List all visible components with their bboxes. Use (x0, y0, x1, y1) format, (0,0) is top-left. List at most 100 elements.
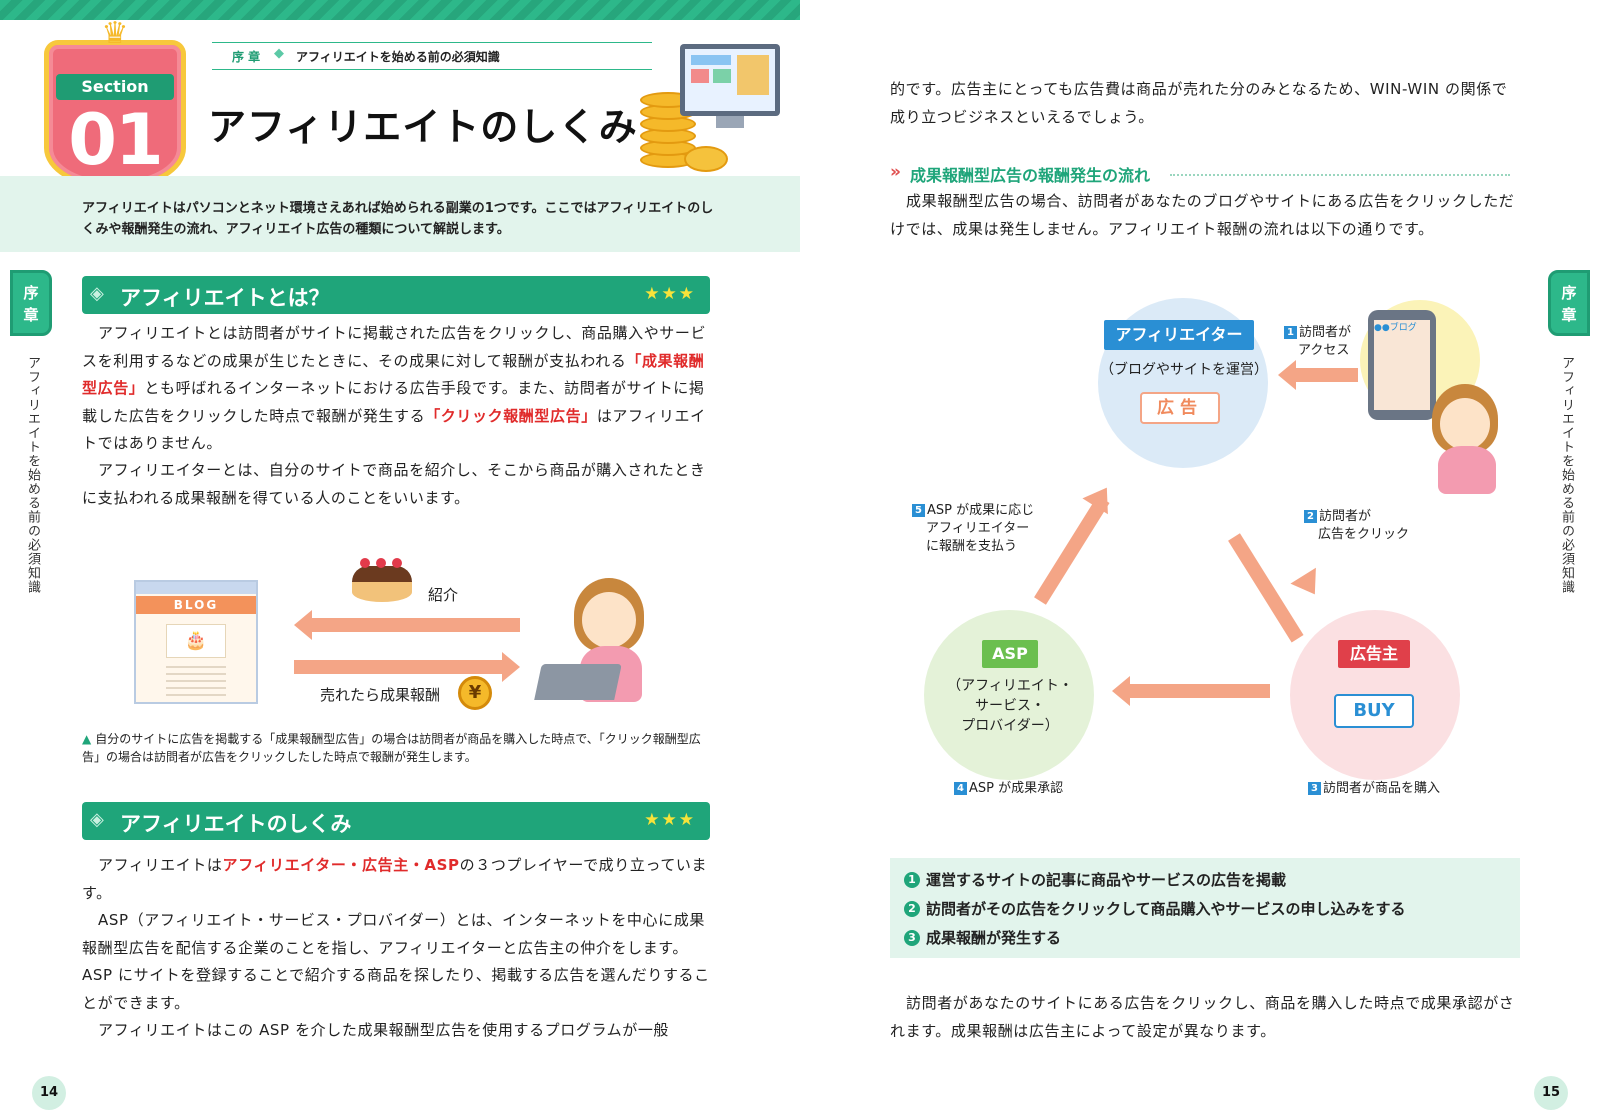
blog-window: BLOG 🎂 (134, 580, 258, 704)
section1-paragraph-1: アフィリエイトとは訪問者がサイトに掲載された広告をクリックし、商品購入やサービス… (82, 320, 712, 458)
affiliate-sub: （ブログやサイトを運営） (1100, 362, 1268, 378)
summary-number: 3 (904, 930, 920, 946)
step-text: 訪問者が (1319, 509, 1372, 524)
flow-arrows (1020, 470, 1440, 710)
chapter-title: アフィリエイトを始める前の必須知識 (296, 50, 500, 64)
sub-heading: » 成果報酬型広告の報酬発生の流れ (890, 162, 1520, 186)
tab-line-1: 序 (23, 284, 39, 302)
section-badge: ♛ Section 01 (44, 19, 186, 190)
step-text: 訪問者が (1299, 325, 1352, 340)
asp-circle (924, 610, 1094, 780)
left-page: ♛ Section 01 序 章 ◆ アフィリエイトを始める前の必須知識 アフィ… (0, 0, 800, 1110)
affiliate-tag: アフィリエイター (1104, 320, 1254, 350)
step-number: 4 (954, 782, 967, 795)
diamond-icon: ◈ (90, 283, 104, 304)
tab-line-2: 章 (23, 306, 39, 324)
page-number-left: 14 (32, 1076, 66, 1110)
asp-tag: ASP (982, 640, 1038, 668)
cake-icon: 🎂 (166, 624, 226, 658)
ad-button-icon: 広告 (1140, 392, 1220, 424)
step-text: 広告をクリック (1318, 527, 1410, 542)
summary-number: 2 (904, 901, 920, 917)
figure-caption: ▲自分のサイトに広告を掲載する「成果報酬型広告」の場合は訪問者が商品を購入した時… (82, 730, 712, 766)
arrow-advertiser-to-asp (1112, 676, 1270, 706)
phone-screen-text: ●●ブログ (1374, 320, 1430, 410)
highlight-text: アフィリエイター・広告主・ASP (222, 856, 460, 874)
summary-text: 運営するサイトの記事に商品やサービスの広告を掲載 (926, 871, 1287, 889)
tab-line-1: 序 (1561, 284, 1577, 302)
step-text: アフィリエイター (926, 521, 1030, 536)
section1-paragraph-2: アフィリエイターとは、自分のサイトで商品を紹介し、そこから商品が購入されたときに… (82, 457, 712, 512)
page-title: アフィリエイトのしくみ (208, 105, 638, 149)
tab-line-2: 章 (1561, 306, 1577, 324)
step-text: ASP が成果承認 (969, 781, 1064, 796)
closing-text: 訪問者があなたのサイトにある広告をクリックし、商品を購入した時点で成果承認がされ… (890, 990, 1520, 1045)
gem-icon: ◆ (274, 46, 284, 61)
star-rating: ★★★ (644, 810, 696, 830)
smartphone-icon: ●●ブログ (1368, 310, 1436, 420)
dotted-rule (1170, 174, 1510, 176)
section-number: 01 (68, 99, 163, 181)
intro-band (0, 176, 800, 252)
section-heading-what-is: ◈ アフィリエイトとは？ ★★★ (82, 276, 710, 314)
step-number: 3 (1308, 782, 1321, 795)
section-heading-mechanism: ◈ アフィリエイトのしくみ ★★★ (82, 802, 710, 840)
heading-text: アフィリエイトのしくみ (120, 812, 352, 836)
caption-text: 自分のサイトに広告を掲載する「成果報酬型広告」の場合は訪問者が商品を購入した時点… (82, 732, 701, 764)
arrow-access (1278, 360, 1358, 390)
coin-icon (684, 146, 728, 172)
step-text: アクセス (1298, 343, 1350, 358)
monitor-stand (716, 116, 744, 128)
step-text: 訪問者が商品を購入 (1323, 781, 1441, 796)
asp-sub-line: （アフィリエイト・ (947, 678, 1073, 694)
text-segment: アフィリエイトとは訪問者がサイトに掲載された広告をクリックし、商品購入やサービス… (82, 324, 707, 370)
chapter-tab-left: 序 章 (10, 270, 52, 336)
text-segment: 訪問者があなたのサイトにある広告をクリックし、商品を購入した時点で成果承認がされ… (890, 994, 1515, 1040)
step-text: に報酬を支払う (926, 539, 1018, 554)
section2-paragraph-1: アフィリエイトはアフィリエイター・広告主・ASPの３つプレイヤーで成り立っていま… (82, 852, 712, 907)
star-rating: ★★★ (644, 284, 696, 304)
chapter-line: 序 章 ◆ アフィリエイトを始める前の必須知識 (212, 42, 652, 70)
heading-text: アフィリエイトとは？ (120, 286, 330, 310)
page-number-right: 15 (1534, 1076, 1568, 1110)
yen-coin-icon: ¥ (458, 676, 492, 710)
text-segment: 成果報酬型広告の場合、訪問者があなたのブログやサイトにある広告をクリックしただけ… (890, 192, 1515, 238)
reward-label: 売れたら成果報酬 (320, 686, 441, 704)
diamond-icon: ◈ (90, 809, 104, 830)
asp-sub-line: サービス・ (975, 698, 1045, 714)
section-label: Section (56, 74, 174, 100)
highlight-text: 「成果報酬型広告」 (82, 351, 705, 398)
text-segment: ASP（アフィリエイト・サービス・プロバイダー）とは、インターネットを中心に成果… (82, 911, 710, 1012)
text-segment: はアフィリエイトではありません。 (82, 406, 706, 453)
laptop-icon (534, 664, 622, 700)
text-segment: とも呼ばれるインターネットにおける広告手段です。また、訪問者がサイトに掲載した広… (82, 379, 705, 425)
summary-number: 1 (904, 872, 920, 888)
step-number: 2 (1304, 510, 1317, 523)
advertiser-tag: 広告主 (1338, 640, 1410, 668)
chapter-tab-right: 序 章 (1548, 270, 1590, 336)
cake-icon (352, 556, 412, 602)
introduce-label: 紹介 (428, 586, 459, 604)
side-vertical-text-left: アフィリエイトを始める前の必須知識 (25, 356, 40, 594)
sub-text: 成果報酬型広告の場合、訪問者があなたのブログやサイトにある広告をクリックしただけ… (890, 188, 1520, 243)
step-text: ASP が成果に応じ (927, 503, 1035, 518)
asp-sub: （アフィリエイト・ サービス・ プロバイダー） (930, 676, 1090, 736)
text-segment: アフィリエイトは (98, 856, 223, 874)
blog-label: BLOG (136, 596, 256, 614)
top-stripe (0, 0, 800, 20)
section2-paragraph-3: アフィリエイトはこの ASP を介した成果報酬型広告を使用するプログラムが一般 (82, 1017, 712, 1045)
text-segment: アフィリエイトはこの ASP を介した成果報酬型広告を使用するプログラムが一般 (98, 1021, 670, 1039)
highlight-text: 「クリック報酬型広告」 (425, 406, 597, 425)
triangle-icon: ▲ (82, 732, 92, 746)
chapter-label: 序 章 (232, 50, 261, 64)
arrow-right (294, 652, 520, 682)
buy-button-icon: BUY (1334, 694, 1414, 728)
step-number: 5 (912, 504, 925, 517)
continued-text: 的です。広告主にとっても広告費は商品が売れた分のみとなるため、WIN-WIN の… (890, 80, 1508, 126)
